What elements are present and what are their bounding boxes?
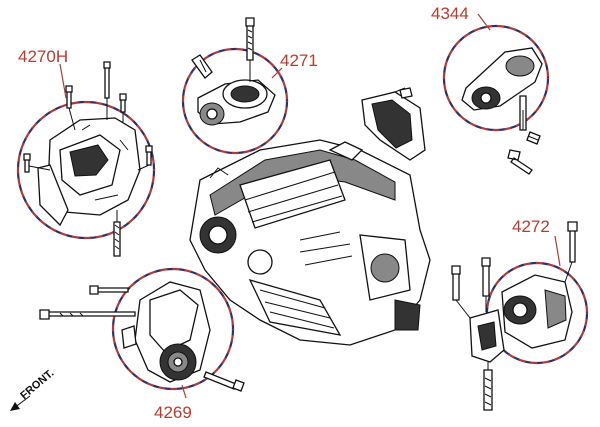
mount-4272-group bbox=[451, 221, 589, 411]
callout-4269: 4269 bbox=[154, 403, 192, 422]
callout-4272: 4272 bbox=[512, 217, 550, 236]
mount-4269-group bbox=[39, 267, 245, 392]
callout-4271: 4271 bbox=[280, 51, 318, 70]
callout-4270h: 4270H bbox=[18, 47, 69, 66]
callout-4344: 4344 bbox=[431, 4, 469, 23]
mount-4344-group bbox=[442, 24, 550, 175]
mount-4270h-group bbox=[16, 61, 156, 257]
callout-leaders bbox=[59, 13, 561, 399]
engine-assembly bbox=[189, 139, 431, 346]
mount-4271-group bbox=[181, 17, 289, 155]
bracket-center bbox=[361, 87, 426, 161]
front-arrow-icon bbox=[10, 395, 31, 411]
